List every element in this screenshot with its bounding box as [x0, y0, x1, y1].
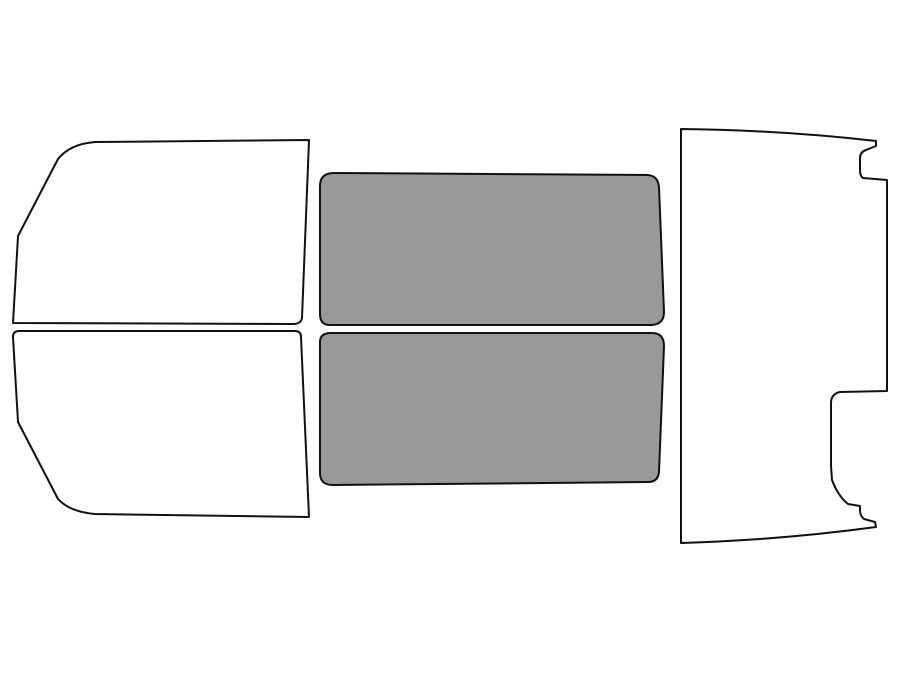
rear-driver-window[interactable] [319, 172, 665, 326]
front-passenger-window[interactable] [12, 330, 310, 518]
front-driver-window[interactable] [12, 139, 310, 325]
back-windshield[interactable] [680, 128, 888, 544]
rear-passenger-window[interactable] [319, 332, 665, 486]
